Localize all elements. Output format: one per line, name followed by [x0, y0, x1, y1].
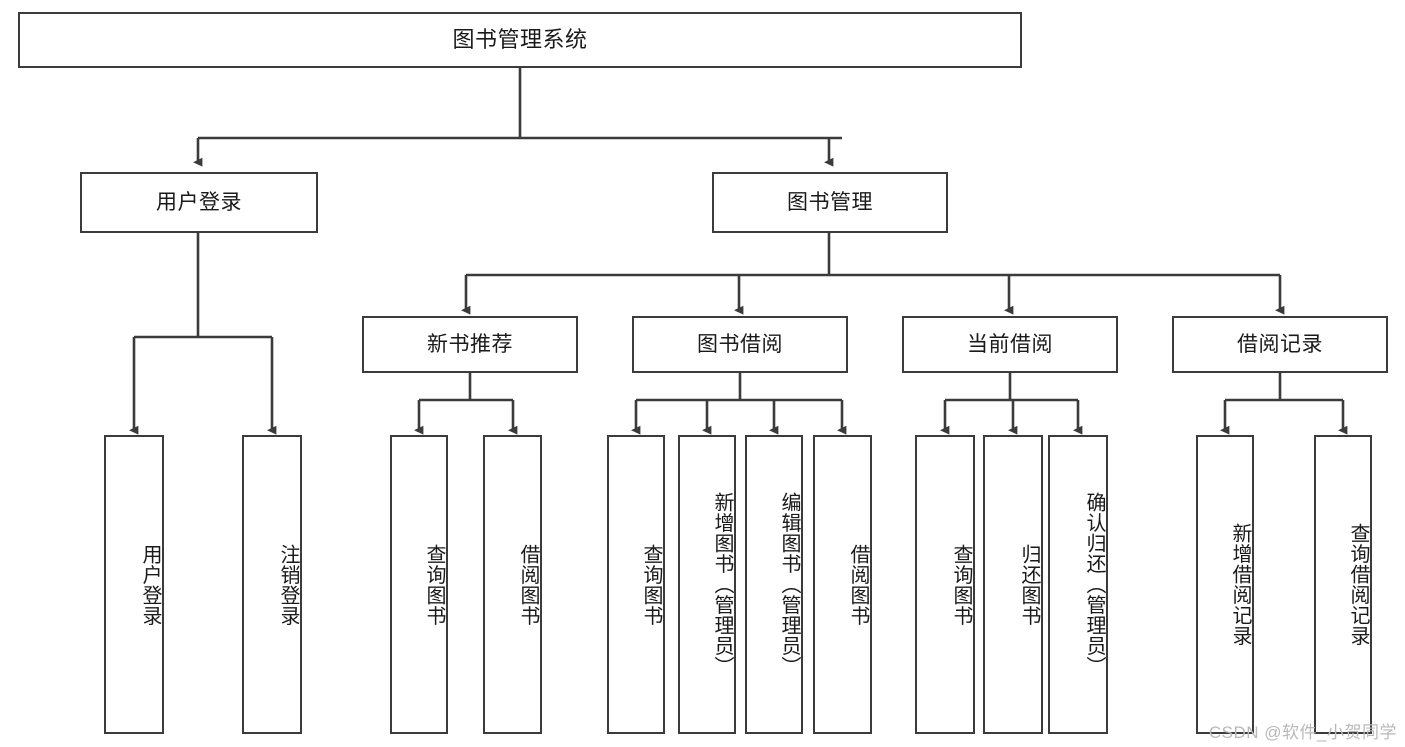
leaf-user-login[interactable]: 用户登录	[104, 435, 164, 734]
leaf-query-books-current-label: 查询图书	[950, 543, 972, 626]
node-root[interactable]: 图书管理系统	[18, 12, 1022, 68]
leaf-return-books[interactable]: 归还图书	[983, 435, 1043, 734]
leaf-borrow-books-new-label: 借阅图书	[517, 543, 539, 626]
node-current-borrow[interactable]: 当前借阅	[902, 316, 1118, 373]
leaf-borrow-books[interactable]: 借阅图书	[813, 435, 872, 734]
node-book-management[interactable]: 图书管理	[712, 172, 948, 233]
leaf-add-book-admin-label: 新增图书（管理员）	[711, 492, 733, 677]
leaf-query-books-borrow-label: 查询图书	[640, 543, 662, 626]
node-user-login-label: 用户登录	[156, 190, 242, 214]
node-book-borrow[interactable]: 图书借阅	[632, 316, 848, 373]
leaf-return-books-label: 归还图书	[1018, 543, 1040, 626]
leaf-confirm-return-admin[interactable]: 确认归还（管理员）	[1048, 435, 1108, 734]
leaf-query-borrow-record[interactable]: 查询借阅记录	[1314, 435, 1372, 734]
leaf-query-books-new[interactable]: 查询图书	[390, 435, 448, 734]
node-user-login[interactable]: 用户登录	[80, 172, 318, 233]
leaf-edit-book-admin[interactable]: 编辑图书（管理员）	[745, 435, 803, 734]
leaf-query-books-new-label: 查询图书	[423, 543, 445, 626]
node-current-borrow-label: 当前借阅	[967, 332, 1053, 356]
node-book-management-label: 图书管理	[787, 190, 873, 214]
node-new-book-recommend[interactable]: 新书推荐	[362, 316, 578, 373]
node-new-book-recommend-label: 新书推荐	[427, 332, 513, 356]
node-borrow-records-label: 借阅记录	[1237, 332, 1323, 356]
leaf-logout[interactable]: 注销登录	[242, 435, 302, 734]
watermark: CSDN @软件_小贺同学	[1208, 723, 1397, 742]
leaf-borrow-books-new[interactable]: 借阅图书	[483, 435, 542, 734]
leaf-user-login-label: 用户登录	[139, 543, 161, 626]
leaf-borrow-books-label: 借阅图书	[847, 543, 869, 626]
leaf-edit-book-admin-label: 编辑图书（管理员）	[778, 492, 800, 677]
leaf-add-borrow-record[interactable]: 新增借阅记录	[1196, 435, 1254, 734]
leaf-add-borrow-record-label: 新增借阅记录	[1229, 523, 1251, 646]
leaf-query-books-borrow[interactable]: 查询图书	[607, 435, 665, 734]
node-book-borrow-label: 图书借阅	[697, 332, 783, 356]
leaf-query-borrow-record-label: 查询借阅记录	[1347, 523, 1369, 646]
leaf-confirm-return-admin-label: 确认归还（管理员）	[1083, 492, 1105, 677]
leaf-query-books-current[interactable]: 查询图书	[915, 435, 975, 734]
leaf-logout-label: 注销登录	[277, 543, 299, 626]
node-root-label: 图书管理系统	[452, 26, 588, 52]
leaf-add-book-admin[interactable]: 新增图书（管理员）	[678, 435, 736, 734]
node-borrow-records[interactable]: 借阅记录	[1172, 316, 1388, 373]
